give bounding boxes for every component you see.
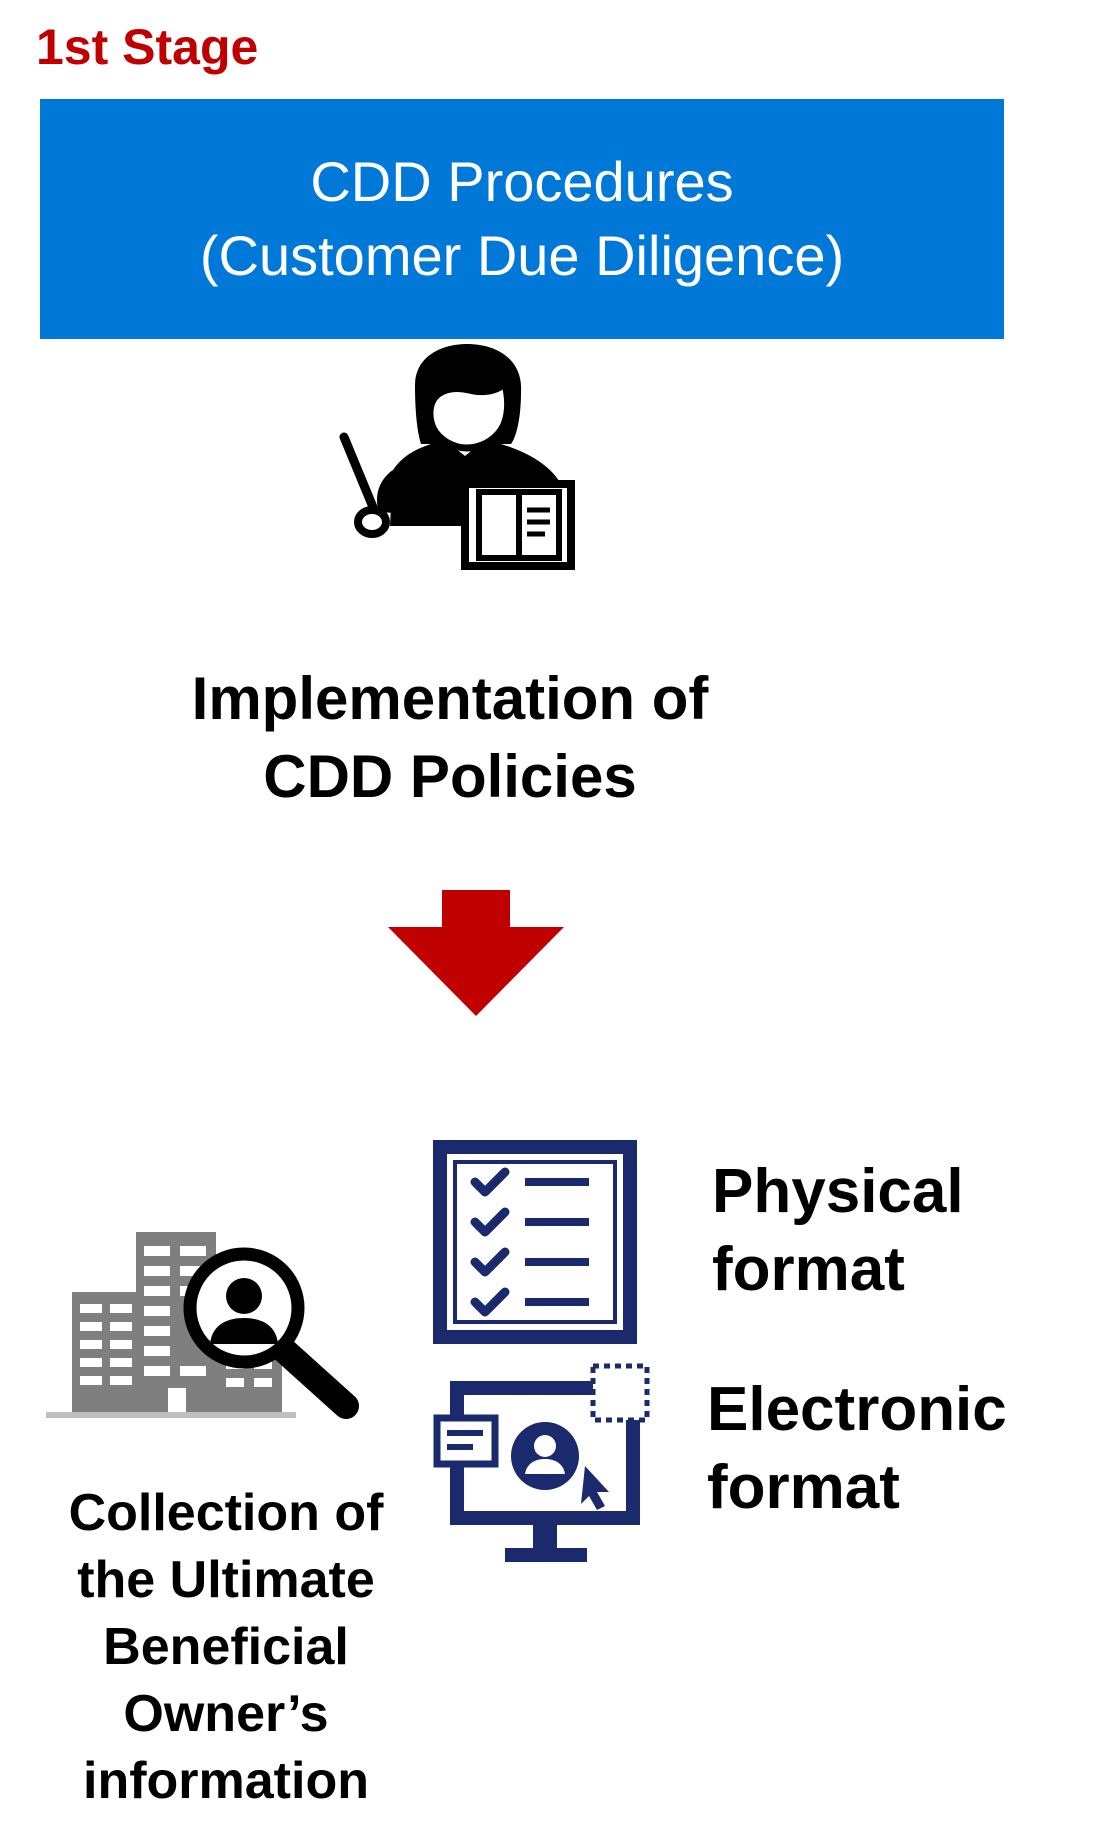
cdd-procedures-box: CDD Procedures (Customer Due Diligence) <box>40 99 1004 339</box>
implementation-line2: CDD Policies <box>263 743 637 810</box>
implementation-line1: Implementation of <box>191 665 709 732</box>
physical-line1: Physical <box>712 1157 964 1226</box>
collection-line1: Collection of <box>68 1484 384 1542</box>
computer-user-icon <box>433 1363 650 1562</box>
stage-label: 1st Stage <box>36 19 259 75</box>
electronic-format-label: Electronic format <box>707 1371 1007 1527</box>
physical-line2: format <box>712 1235 905 1304</box>
checklist-icon <box>433 1140 637 1344</box>
electronic-line2: format <box>707 1453 900 1522</box>
collection-line5: information <box>83 1752 369 1810</box>
cdd-box-line2: (Customer Due Diligence) <box>199 224 845 287</box>
electronic-line1: Electronic <box>707 1375 1007 1444</box>
arrow-down-icon <box>388 890 564 1016</box>
building-search-icon <box>46 1232 359 1419</box>
collection-line2: the Ultimate <box>77 1551 375 1609</box>
collection-line3: Beneficial <box>103 1618 349 1676</box>
physical-format-label: Physical format <box>712 1153 964 1309</box>
collection-line4: Owner’s <box>123 1685 329 1743</box>
presenter-icon <box>339 344 575 570</box>
cdd-box-line1: CDD Procedures <box>310 150 734 214</box>
implementation-heading: Implementation of CDD Policies <box>150 660 750 816</box>
collection-heading: Collection of the Ultimate Beneficial Ow… <box>30 1480 422 1815</box>
